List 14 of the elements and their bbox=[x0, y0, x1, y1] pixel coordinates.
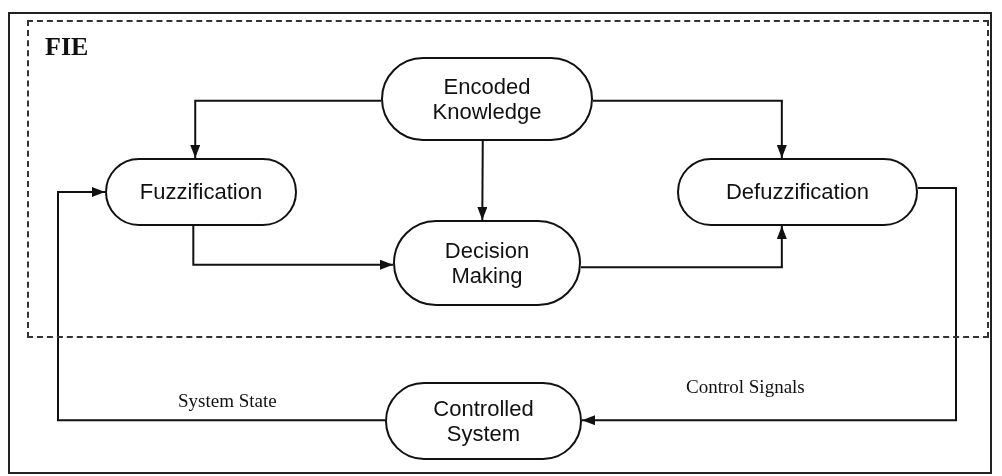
arrow bbox=[192, 225, 394, 270]
arrow bbox=[580, 225, 787, 269]
arrow bbox=[57, 187, 386, 422]
process-pill: Decision Making bbox=[393, 220, 581, 306]
process-pill: Fuzzification bbox=[105, 158, 297, 226]
arrow bbox=[477, 140, 488, 221]
arrow bbox=[190, 99, 382, 159]
arrow bbox=[592, 99, 787, 159]
group-title: FIE bbox=[45, 32, 89, 62]
process-pill: Encoded Knowledge bbox=[381, 57, 593, 141]
arrow bbox=[581, 186, 957, 426]
process-pill: Controlled System bbox=[385, 382, 582, 460]
dashed-group-box bbox=[27, 20, 989, 338]
process-pill: Defuzzification bbox=[677, 158, 918, 226]
